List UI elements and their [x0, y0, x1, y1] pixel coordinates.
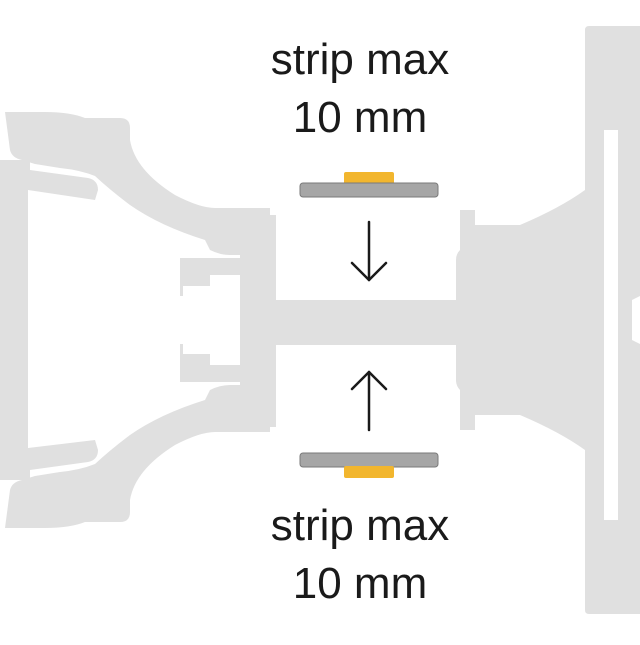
- bottom-strip: [299, 452, 439, 478]
- top-label-line2: 10 mm: [292, 93, 428, 142]
- right-profile-body: [456, 190, 585, 450]
- bottom-label-line1: strip max: [270, 501, 450, 550]
- top-label-line1: strip max: [270, 35, 450, 84]
- left-profile-bottom-hook: [5, 385, 270, 528]
- right-profile: [456, 26, 640, 614]
- arrow-up-icon: [350, 370, 388, 432]
- bottom-strip-label: strip max 10 mm: [200, 497, 520, 613]
- top-strip-bar: [299, 182, 439, 198]
- top-strip: [299, 172, 439, 198]
- arrow-down-icon: [350, 220, 388, 282]
- top-tape: [344, 172, 394, 184]
- bottom-label-line2: 10 mm: [292, 559, 428, 608]
- bottom-strip-bar: [299, 452, 439, 468]
- left-profile-outer-wall: [0, 160, 98, 480]
- top-strip-label: strip max 10 mm: [200, 31, 520, 147]
- left-profile: [0, 112, 470, 528]
- bottom-tape: [344, 466, 394, 478]
- left-profile-top-hook: [5, 112, 270, 255]
- left-profile-web: [240, 255, 470, 385]
